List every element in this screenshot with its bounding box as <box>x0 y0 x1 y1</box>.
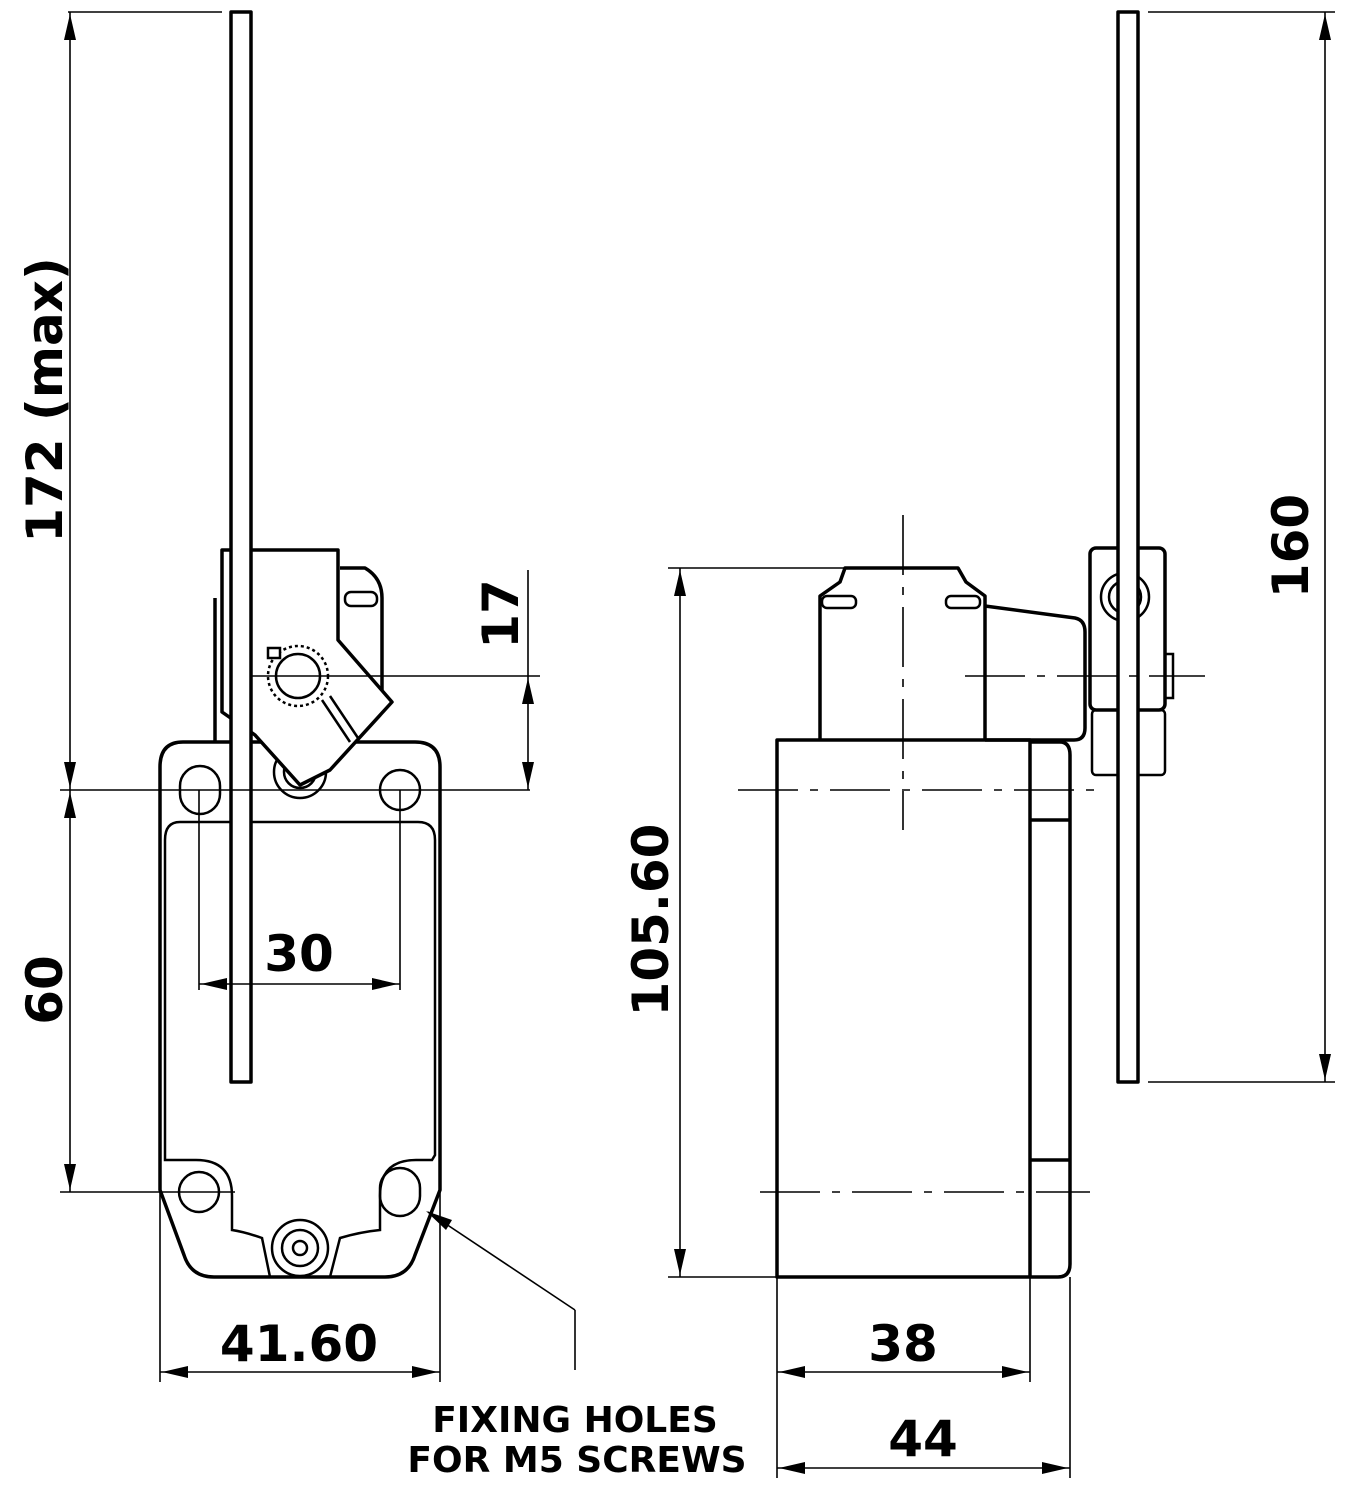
dim-105-60: 105.60 <box>622 824 680 1017</box>
dim-160: 160 <box>1262 494 1320 598</box>
front-lever-rod <box>229 10 253 1084</box>
front-body-outline <box>158 740 442 1279</box>
side-head <box>818 566 987 740</box>
dim-17: 17 <box>472 579 530 649</box>
dim-41-60: 41.60 <box>220 1315 378 1373</box>
side-rear-cover <box>1030 740 1072 1279</box>
front-screw-bottom <box>270 1218 330 1278</box>
front-view <box>158 10 442 1279</box>
front-cover-outline <box>163 820 437 1278</box>
bottom-right-slot <box>378 1166 422 1218</box>
dim-38: 38 <box>868 1315 938 1373</box>
dim-172-max: 172 (max) <box>16 257 74 543</box>
side-actuator-housing <box>984 604 1087 742</box>
side-view <box>738 10 1205 1279</box>
side-dimensions <box>668 11 1335 1478</box>
dim-30: 30 <box>264 925 334 983</box>
front-dimensions <box>60 11 576 1382</box>
note-fixing-holes-line1: FIXING HOLES <box>432 1400 718 1441</box>
dim-60: 60 <box>16 955 74 1025</box>
side-lever-rod <box>1116 10 1140 1084</box>
dim-44: 44 <box>888 1410 958 1468</box>
front-head-block <box>213 566 384 742</box>
note-fixing-holes-line2: FOR M5 SCREWS <box>407 1440 746 1481</box>
